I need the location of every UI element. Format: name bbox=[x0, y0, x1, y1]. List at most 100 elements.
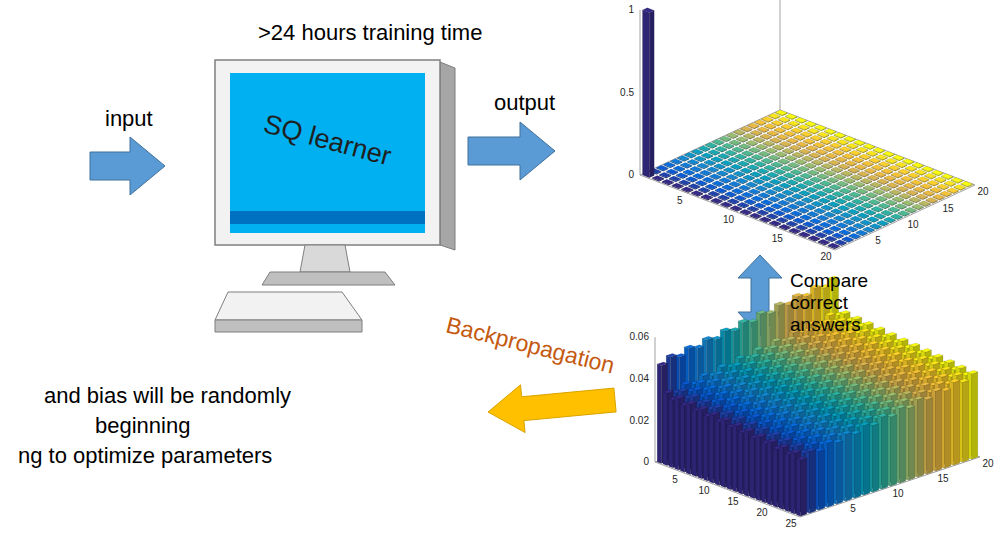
bar-top bbox=[678, 156, 690, 161]
bar-top bbox=[831, 167, 843, 172]
bar-top bbox=[769, 221, 781, 226]
bar-top bbox=[876, 155, 888, 160]
bar-top bbox=[812, 160, 824, 165]
bar-top bbox=[783, 214, 795, 219]
bar-top bbox=[847, 143, 859, 148]
bar-top bbox=[839, 230, 851, 235]
bar-top bbox=[814, 167, 826, 172]
bar-top bbox=[776, 357, 786, 361]
bar-top bbox=[818, 239, 830, 244]
bar-top bbox=[740, 209, 752, 214]
bar-top bbox=[771, 162, 783, 167]
bar-top bbox=[898, 338, 908, 342]
bar-top bbox=[906, 190, 918, 195]
bar-top bbox=[834, 174, 846, 179]
bar-top bbox=[884, 217, 896, 222]
bar-top bbox=[821, 205, 833, 210]
bar-top bbox=[711, 198, 723, 203]
bar-top bbox=[951, 178, 963, 183]
bar-top bbox=[806, 187, 818, 192]
bar-top bbox=[700, 170, 712, 175]
bar-top bbox=[871, 334, 881, 338]
bar-top bbox=[743, 175, 755, 180]
bar-top bbox=[686, 401, 696, 405]
bar-top bbox=[768, 196, 780, 201]
bar-top bbox=[744, 199, 756, 204]
bar-top bbox=[799, 190, 811, 195]
bar-top bbox=[715, 188, 727, 193]
bar-top bbox=[775, 193, 787, 198]
bar-top bbox=[933, 194, 945, 199]
bar-top bbox=[775, 152, 787, 157]
bar-top bbox=[691, 191, 703, 196]
bar-top bbox=[895, 204, 907, 209]
bar-top bbox=[826, 372, 836, 376]
bar-top bbox=[662, 179, 674, 184]
grid-line bbox=[780, 0, 781, 110]
bar-top bbox=[704, 392, 714, 396]
bar-top bbox=[867, 217, 879, 222]
bar-top bbox=[785, 155, 797, 160]
bar-top bbox=[873, 148, 885, 153]
bar-top bbox=[798, 166, 810, 171]
bar-top bbox=[694, 156, 706, 161]
bar-top bbox=[888, 207, 900, 212]
bar-top bbox=[743, 133, 755, 138]
bar-top bbox=[774, 210, 786, 215]
bar-top bbox=[777, 176, 789, 181]
bar-top bbox=[657, 165, 669, 170]
bar-top bbox=[718, 153, 730, 158]
bar-top bbox=[680, 163, 692, 168]
bar-top bbox=[753, 179, 765, 184]
bar-top bbox=[862, 355, 872, 359]
bar-top bbox=[869, 199, 881, 204]
bar-top bbox=[844, 364, 854, 368]
bar-top bbox=[874, 172, 886, 177]
axis-line bbox=[640, 175, 835, 250]
bar-top bbox=[807, 170, 819, 175]
bar-top bbox=[749, 387, 759, 391]
bar-top bbox=[878, 203, 890, 208]
bar-top bbox=[769, 113, 781, 118]
bar-top bbox=[918, 177, 930, 182]
bar-top bbox=[750, 354, 760, 358]
bar-top bbox=[738, 161, 750, 166]
bar-top bbox=[902, 159, 914, 164]
bar-top bbox=[913, 187, 925, 192]
bar-top bbox=[799, 149, 811, 154]
bar-top bbox=[666, 169, 678, 174]
bar-top bbox=[876, 196, 888, 201]
bar-top bbox=[822, 229, 834, 234]
bar-top bbox=[707, 385, 717, 389]
bar-top bbox=[678, 388, 688, 392]
bar-top bbox=[808, 381, 818, 385]
bar-top bbox=[754, 161, 766, 166]
bar-top bbox=[814, 367, 824, 371]
bar-top bbox=[869, 158, 881, 163]
bar-side bbox=[649, 10, 654, 177]
bar-top bbox=[750, 130, 762, 135]
bar-top bbox=[805, 163, 817, 168]
bar-side bbox=[686, 403, 690, 475]
bar-top bbox=[720, 328, 730, 332]
bar-top bbox=[866, 192, 878, 197]
bar-top bbox=[873, 189, 885, 194]
bar-top bbox=[754, 203, 766, 208]
bar-top bbox=[703, 177, 715, 182]
bar-top bbox=[866, 151, 878, 156]
bar-top bbox=[961, 181, 973, 186]
bar-top bbox=[818, 198, 830, 203]
bar-top bbox=[790, 389, 800, 393]
bar-top bbox=[923, 191, 935, 196]
bar-top bbox=[737, 382, 747, 386]
bar-top bbox=[701, 194, 713, 199]
bar-top bbox=[778, 384, 788, 388]
bar-top bbox=[834, 133, 846, 138]
bar-top bbox=[817, 132, 829, 137]
bar-top bbox=[802, 156, 814, 161]
bar-top bbox=[728, 199, 740, 204]
bar-top bbox=[800, 173, 812, 178]
bar-top bbox=[755, 120, 767, 125]
bar-top bbox=[852, 199, 864, 204]
bar-top bbox=[835, 198, 847, 203]
